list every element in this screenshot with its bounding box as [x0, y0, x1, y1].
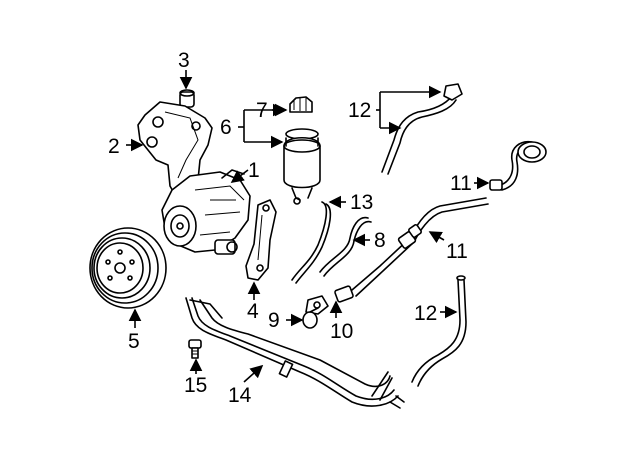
- callout-14: 14: [228, 384, 252, 407]
- part-fluid-reservoir: [283, 128, 321, 205]
- callout-4: 4: [247, 300, 259, 323]
- callout-10: 10: [330, 320, 353, 343]
- callout-15: 15: [184, 374, 207, 397]
- part-pump-bracket-plate: [245, 199, 277, 281]
- part-hose-8: [319, 216, 369, 273]
- callout-12-lower: 12: [414, 302, 437, 325]
- part-bushing: [179, 89, 195, 108]
- part-return-hose-13: [291, 201, 328, 281]
- part-power-steering-pump: [161, 169, 251, 255]
- leader-lines: [126, 70, 490, 383]
- part-pressure-line-11-lower: [334, 197, 489, 303]
- callout-3: 3: [178, 49, 190, 72]
- part-reservoir-cap: [289, 96, 313, 113]
- part-hose-12-upper: [381, 83, 463, 175]
- callout-9: 9: [268, 309, 280, 332]
- part-pulley: [89, 227, 167, 309]
- part-hose-12-lower: [411, 275, 467, 387]
- callout-2: 2: [108, 135, 120, 158]
- callout-11-upper: 11: [450, 172, 472, 195]
- part-cooler-line-14: [185, 297, 405, 409]
- callout-11-lower: 11: [446, 240, 468, 263]
- callout-1: 1: [248, 159, 260, 182]
- callout-6: 6: [220, 116, 232, 139]
- part-fitting-10: [305, 295, 329, 315]
- callout-13: 13: [350, 191, 373, 214]
- part-pressure-line-11-upper: [489, 140, 547, 191]
- part-bolt-15: [188, 339, 202, 359]
- callout-7: 7: [256, 99, 268, 122]
- callout-8: 8: [374, 229, 386, 252]
- callout-12-upper: 12: [348, 99, 371, 122]
- callout-5: 5: [128, 330, 140, 353]
- part-banjo-fitting-9: [302, 307, 319, 329]
